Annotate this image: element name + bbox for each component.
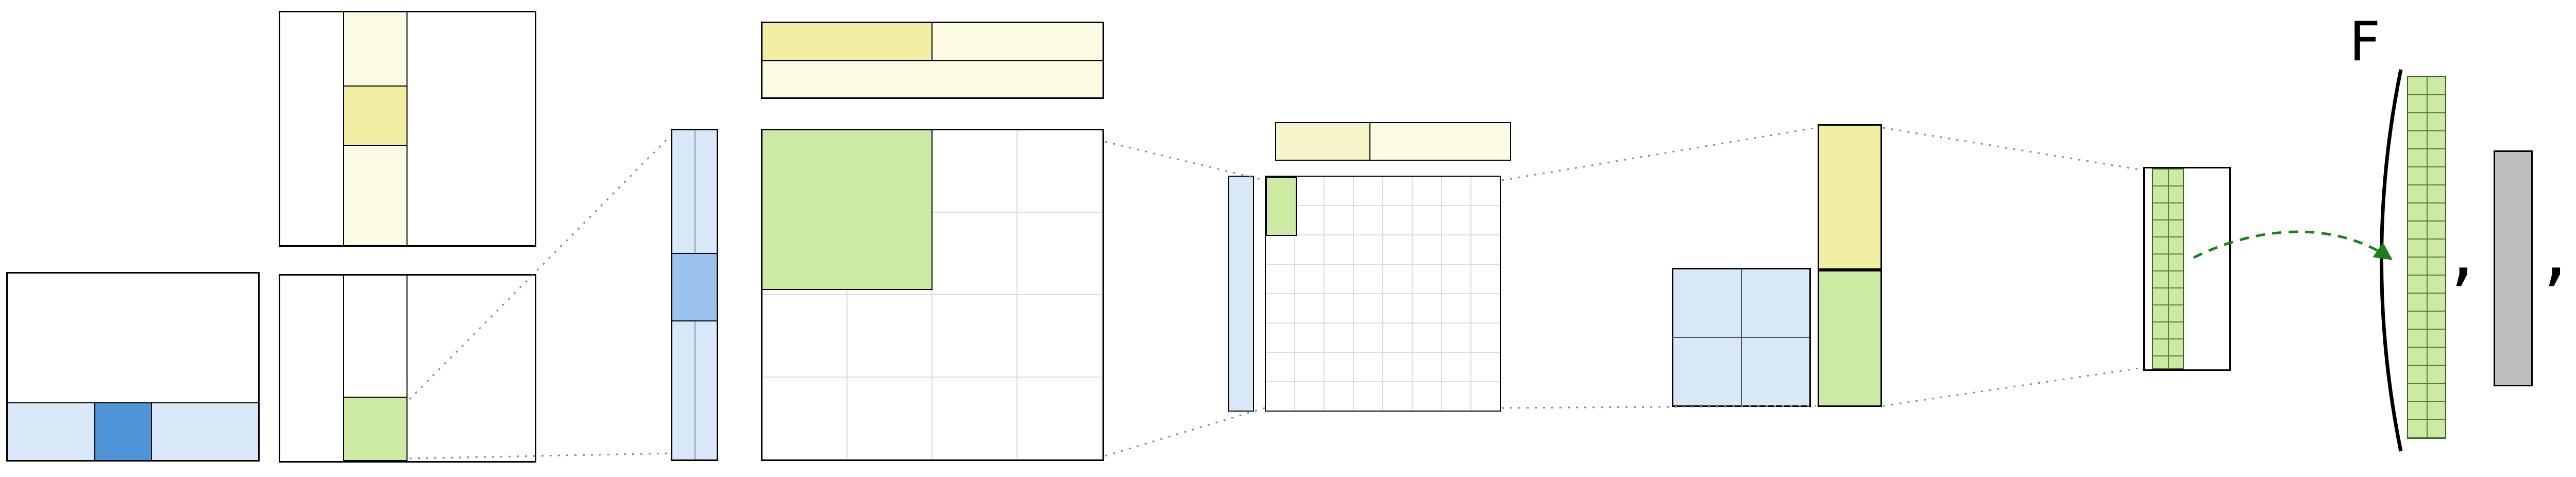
- selected-subblock: [672, 253, 717, 321]
- ellipsis: ⋯: [2573, 219, 2576, 297]
- block-matrix: [761, 129, 1104, 461]
- sub-row-highlight: [1276, 123, 1370, 160]
- comma-2: ,: [2543, 206, 2568, 296]
- zoom-connector-3: [1105, 141, 1265, 181]
- open-paren: [2380, 69, 2403, 452]
- selected-weight-cell: [343, 86, 408, 146]
- sub-block-matrix: [1265, 176, 1501, 412]
- selected-subcell: [1266, 177, 1297, 236]
- micro-tile-box: [2143, 167, 2231, 371]
- selected-block: [762, 130, 933, 290]
- tile-yellow-vector: [1818, 124, 1882, 270]
- row-block-vector: [761, 22, 1104, 99]
- input-matrix: [6, 272, 260, 462]
- row-vector-midline: [762, 60, 1103, 61]
- selected-input-cell: [94, 402, 152, 460]
- micro-green-column: [2152, 168, 2184, 369]
- function-label: F: [2349, 10, 2381, 73]
- tile-green-vector: [1818, 270, 1882, 407]
- data-matrix-bottom: [279, 274, 536, 463]
- tile-blue-matrix: [1672, 268, 1811, 407]
- gray-argument-column: [2494, 150, 2533, 386]
- selected-row-segment: [762, 23, 933, 61]
- comma-1: ,: [2450, 206, 2475, 296]
- selected-data-cell: [343, 397, 408, 461]
- column-block-vector: [671, 129, 718, 461]
- zoom-connector-5: [1501, 127, 1817, 181]
- zoom-connector-7: [1883, 127, 2143, 171]
- data-col-strip: [343, 276, 408, 461]
- sub-row-vector: [1275, 122, 1511, 161]
- zoom-connector-4: [1105, 407, 1265, 457]
- weight-matrix-top: [279, 11, 536, 247]
- sub-column-vector: [1228, 176, 1254, 412]
- green-argument-column: [2407, 76, 2446, 439]
- zoom-connector-8: [1883, 367, 2143, 407]
